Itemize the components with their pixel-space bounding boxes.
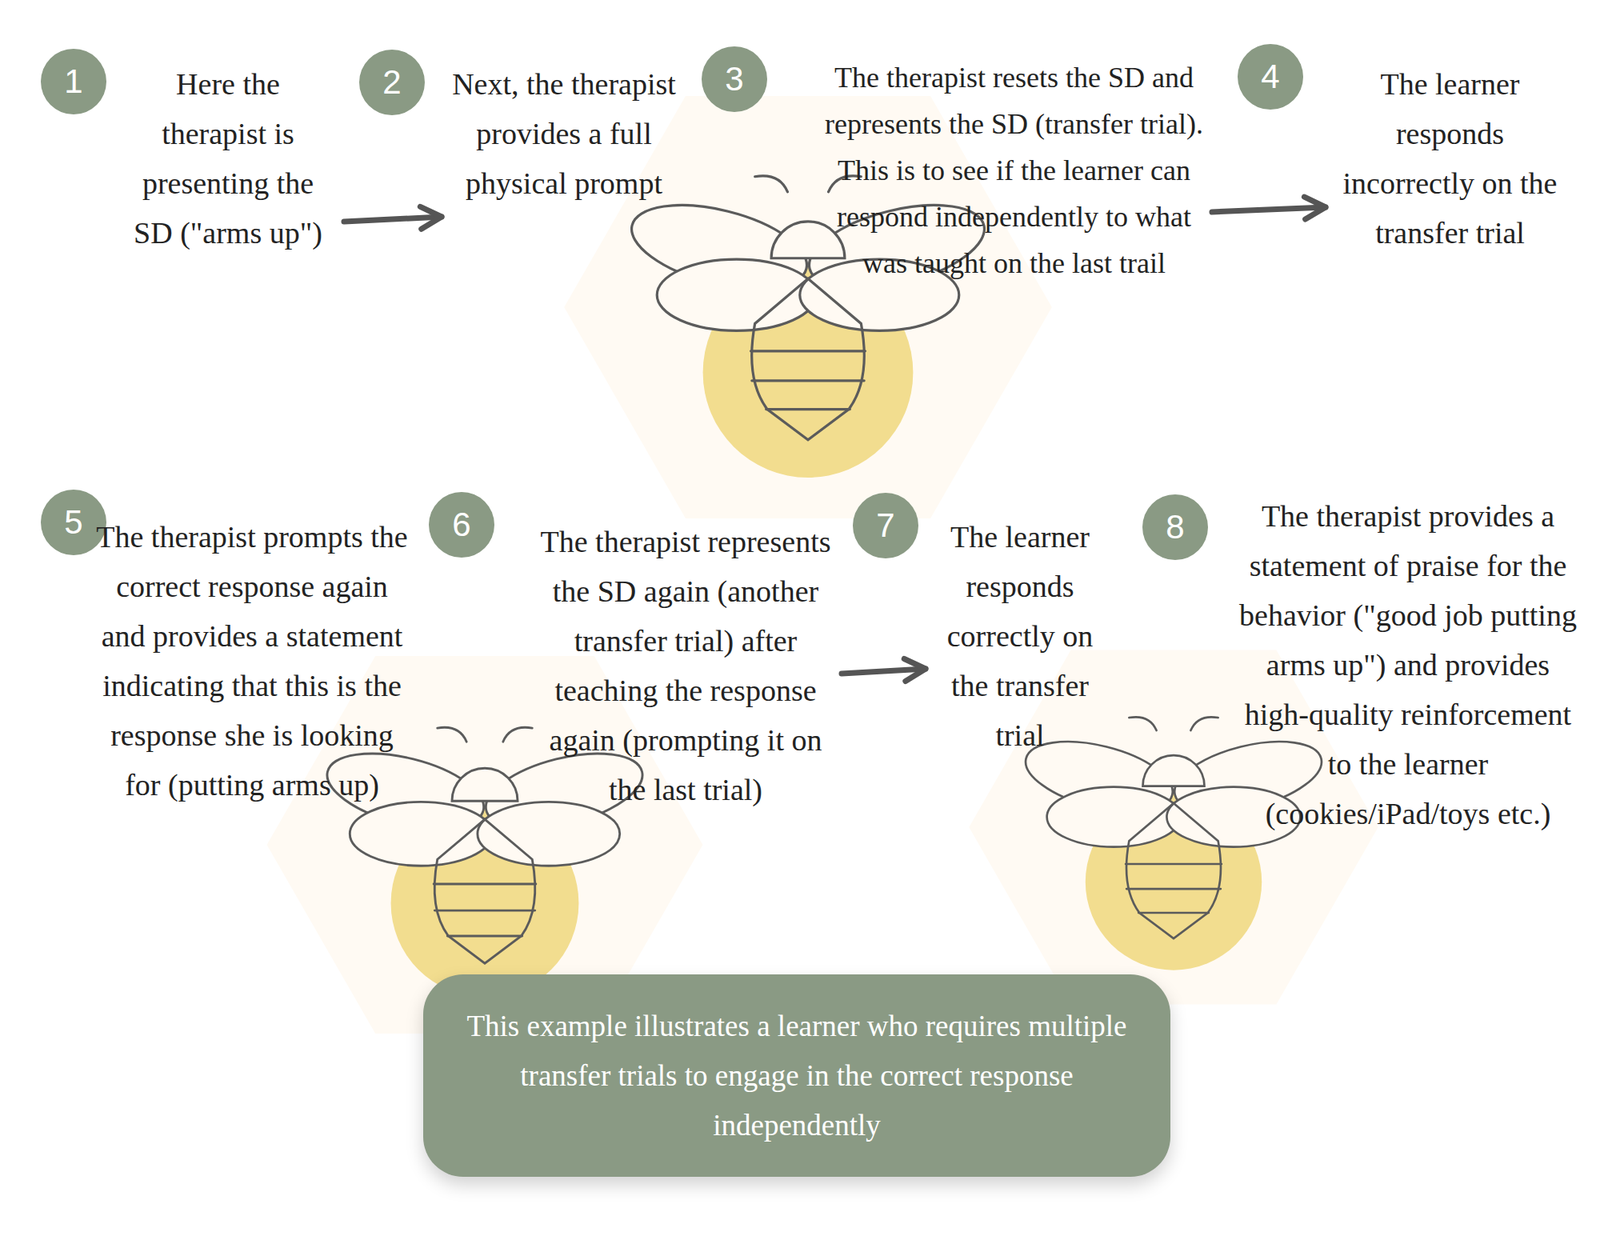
step-text: The therapist prompts the correct respon… (92, 512, 412, 810)
step-text: Here the therapist is presenting the SD … (120, 59, 336, 258)
callout-number: 2 (359, 49, 425, 116)
caption-box: This example illustrates a learner who r… (423, 974, 1171, 1177)
step-text: The therapist represents the SD again (a… (537, 516, 834, 815)
flow-arrow (841, 668, 926, 674)
callout-number: 4 (1237, 44, 1304, 110)
callout-number: 8 (1142, 494, 1208, 560)
step-text: The therapist provides a statement of pr… (1236, 491, 1580, 839)
callout-number: 6 (428, 492, 495, 558)
step-box: 4The learner responds incorrectly on the… (1332, 59, 1568, 258)
step-box: 5The therapist prompts the correct respo… (92, 512, 412, 810)
step-text: The learner responds correctly on the tr… (932, 512, 1108, 760)
step-box: 8The therapist provides a statement of p… (1236, 491, 1580, 839)
step-text: The therapist resets the SD and represen… (824, 54, 1204, 287)
flow-arrow (344, 216, 442, 222)
step-box: 7The learner responds correctly on the t… (932, 512, 1108, 760)
step-box: 6The therapist represents the SD again (… (537, 516, 834, 815)
callout-number: 3 (701, 46, 768, 112)
callout-number: 1 (40, 48, 107, 115)
step-text: Next, the therapist provides a full phys… (448, 59, 680, 208)
step-box: 2Next, the therapist provides a full phy… (448, 59, 680, 208)
step-text: The learner responds incorrectly on the … (1332, 59, 1568, 258)
callout-number: 7 (852, 492, 919, 559)
caption-text: This example illustrates a learner who r… (452, 1001, 1142, 1151)
step-box: 1Here the therapist is presenting the SD… (120, 59, 336, 258)
step-box: 3The therapist resets the SD and represe… (824, 54, 1204, 287)
flow-arrow (1212, 207, 1326, 212)
